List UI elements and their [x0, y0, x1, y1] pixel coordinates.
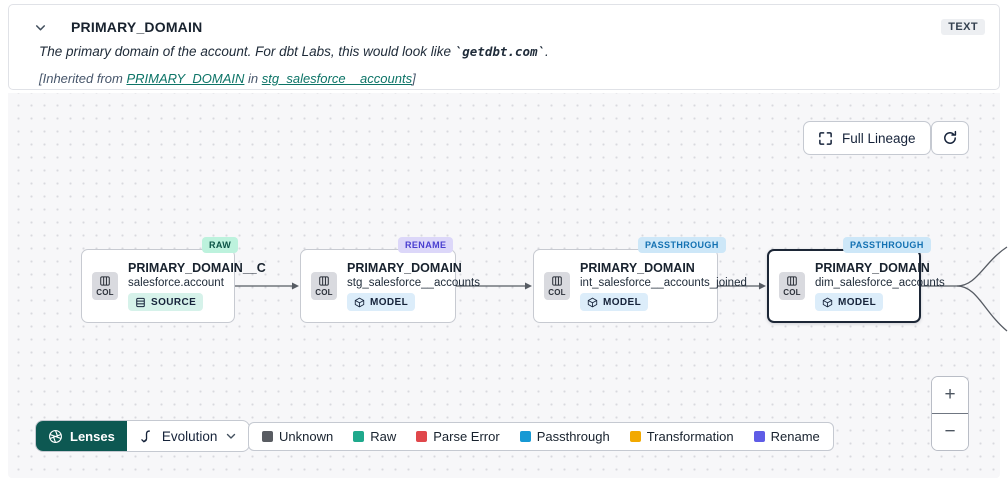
node-type-chip: MODEL — [347, 293, 416, 311]
column-header-row: PRIMARY_DOMAIN TEXT — [29, 17, 985, 37]
columns-icon — [319, 276, 329, 286]
node-column-name: PRIMARY_DOMAIN__C — [128, 261, 266, 275]
node-type-chip: SOURCE — [128, 293, 204, 311]
model-icon — [587, 297, 598, 307]
collapse-chevron-icon[interactable] — [29, 18, 51, 36]
inherited-from-note: [Inherited from PRIMARY_DOMAIN in stg_sa… — [39, 71, 416, 86]
legend-item: Passthrough — [519, 429, 610, 444]
model-icon — [354, 297, 365, 307]
refresh-button[interactable] — [931, 121, 969, 155]
columns-icon — [787, 276, 797, 286]
column-chip: COL — [779, 272, 805, 300]
lens-badge: PASSTHROUGH — [843, 237, 931, 253]
lenses-button[interactable]: Lenses — [36, 421, 127, 451]
column-chip: COL — [544, 272, 570, 300]
lineage-node-staging[interactable]: COL PRIMARY_DOMAIN stg_salesforce__accou… — [300, 249, 480, 323]
zoom-divider — [932, 413, 968, 414]
node-type-chip: MODEL — [580, 293, 649, 311]
column-type-badge: TEXT — [941, 19, 985, 35]
legend-swatch — [753, 431, 765, 442]
lens-selected-label: Evolution — [161, 428, 218, 444]
lens-badge: RENAME — [398, 237, 454, 253]
legend-item: Rename — [753, 429, 820, 444]
legend-swatch — [629, 431, 641, 442]
legend-swatch — [416, 431, 428, 442]
legend-item: Raw — [353, 429, 396, 444]
columns-icon — [552, 276, 562, 286]
legend-item: Unknown — [262, 429, 333, 444]
column-chip: COL — [92, 272, 118, 300]
zoom-out-button[interactable]: − — [932, 414, 968, 450]
model-icon — [822, 297, 833, 307]
column-details-panel: PRIMARY_DOMAIN TEXT The primary domain o… — [8, 4, 1000, 90]
chevron-down-icon — [225, 430, 237, 442]
column-chip: COL — [311, 272, 337, 300]
node-column-name: PRIMARY_DOMAIN — [815, 261, 930, 275]
aperture-icon — [48, 429, 63, 444]
legend-item: Transformation — [629, 429, 734, 444]
refresh-icon — [942, 130, 958, 146]
source-icon — [136, 297, 145, 307]
evolution-icon — [139, 429, 154, 444]
node-type-chip: MODEL — [815, 293, 884, 311]
lens-dropdown[interactable]: Evolution — [127, 421, 250, 451]
legend-swatch — [519, 431, 531, 442]
node-model-name: stg_salesforce__accounts — [347, 277, 480, 289]
inherited-model-link[interactable]: stg_salesforce__accounts — [261, 71, 413, 86]
columns-icon — [100, 276, 110, 286]
inline-code: `getdbt.com` — [454, 44, 546, 59]
lineage-node-intermediate[interactable]: COL PRIMARY_DOMAIN int_salesforce__accou… — [533, 249, 747, 323]
expand-icon — [818, 131, 833, 146]
column-name-title: PRIMARY_DOMAIN — [71, 19, 203, 35]
lens-legend: Unknown Raw Parse Error Passthrough Tran… — [248, 422, 834, 451]
zoom-controls: + − — [931, 376, 969, 451]
lenses-control: Lenses Evolution — [36, 421, 250, 451]
legend-item: Parse Error — [416, 429, 500, 444]
node-model-name: salesforce.account — [128, 277, 224, 289]
node-column-name: PRIMARY_DOMAIN — [347, 261, 462, 275]
node-model-name: int_salesforce__accounts_joined — [580, 277, 747, 289]
legend-swatch — [262, 431, 273, 442]
inherited-column-link[interactable]: PRIMARY_DOMAIN — [126, 71, 245, 86]
full-lineage-label: Full Lineage — [842, 130, 916, 146]
lineage-node-dim-selected[interactable]: COL PRIMARY_DOMAIN dim_salesforce_accoun… — [767, 249, 945, 323]
node-model-name: dim_salesforce_accounts — [815, 277, 945, 289]
zoom-in-button[interactable]: + — [932, 377, 968, 413]
lineage-node-source[interactable]: COL PRIMARY_DOMAIN__C salesforce.account… — [81, 249, 266, 323]
lenses-label: Lenses — [70, 428, 115, 444]
column-description: The primary domain of the account. For d… — [39, 44, 549, 59]
node-column-name: PRIMARY_DOMAIN — [580, 261, 695, 275]
full-lineage-button[interactable]: Full Lineage — [803, 121, 931, 155]
lens-badge: RAW — [202, 237, 239, 253]
lens-badge: PASSTHROUGH — [638, 237, 726, 253]
legend-swatch — [353, 431, 365, 442]
